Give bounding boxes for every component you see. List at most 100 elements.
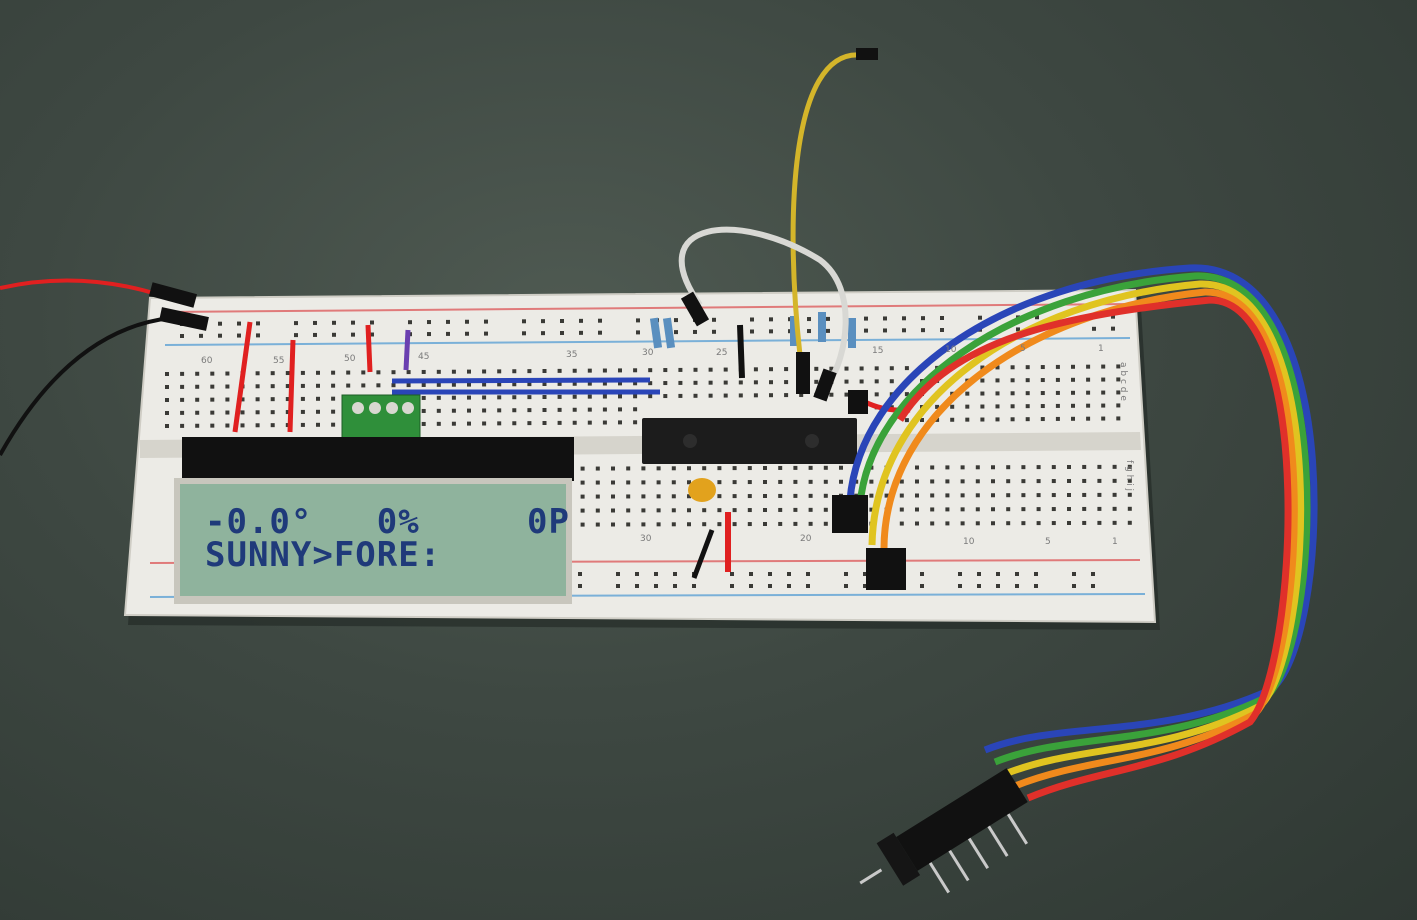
breadboard-hole (1071, 390, 1075, 395)
breadboard-hole (210, 423, 215, 428)
breadboard-hole (656, 508, 661, 513)
breadboard-hole (826, 328, 830, 333)
breadboard-hole (678, 367, 683, 372)
breadboard-hole (787, 584, 791, 588)
breadboard-hole (316, 370, 320, 375)
breadboard-hole (920, 572, 924, 576)
breadboard-hole (806, 584, 810, 588)
breadboard-hole (950, 404, 955, 409)
breadboard-hole (332, 320, 336, 325)
breadboard-hole (616, 572, 620, 576)
breadboard-hole (753, 380, 758, 385)
breadboard-hole (1097, 492, 1102, 497)
breadboard-hole (749, 572, 753, 576)
breadboard-hole (863, 584, 867, 588)
breadboard-hole (732, 466, 737, 471)
breadboard-hole (313, 332, 317, 337)
breadboard-hole (641, 522, 646, 527)
breadboard-hole (210, 384, 215, 389)
resistor (662, 317, 676, 349)
breadboard-hole (626, 508, 631, 513)
breadboard-hole (808, 465, 813, 470)
breadboard-hole (1055, 416, 1060, 421)
breadboard-hole (915, 521, 919, 526)
breadboard-hole (958, 584, 962, 588)
breadboard-hole (497, 421, 502, 426)
breadboard-hole (210, 397, 215, 402)
breadboard-hole (465, 331, 469, 336)
breadboard-hole (436, 395, 441, 400)
breadboard-hole (687, 522, 691, 527)
breadboard-hole (1086, 364, 1091, 369)
ribbon-connector (832, 495, 868, 533)
breadboard-hole (648, 368, 653, 373)
breadboard-hole (1051, 465, 1056, 470)
breadboard-hole (778, 479, 783, 484)
breadboard-hole (199, 333, 203, 338)
breadboard-hole (1116, 403, 1121, 408)
breadboard-hole (864, 316, 868, 321)
breadboard-hole (595, 508, 600, 513)
breadboard-hole (1040, 365, 1045, 370)
breadboard-hole (436, 421, 441, 426)
breadboard-hole (930, 479, 935, 484)
breadboard-hole (902, 328, 906, 333)
breadboard-hole (1051, 521, 1056, 526)
breadboard-hole (975, 465, 980, 470)
column-number: 60 (201, 356, 213, 366)
breadboard-hole (945, 479, 950, 484)
breadboard-hole (844, 366, 849, 371)
wire-connector (680, 291, 710, 327)
breadboard-hole (451, 382, 456, 387)
breadboard-hole (1067, 479, 1071, 483)
breadboard-hole (996, 572, 1000, 576)
breadboard-hole (331, 370, 336, 375)
breadboard-hole (769, 380, 773, 385)
breadboard-hole (210, 410, 215, 415)
breadboard-hole (975, 521, 980, 526)
jumper-wire-blue (391, 377, 651, 384)
breadboard-hole (793, 493, 798, 498)
breadboard-hole (915, 479, 919, 484)
breadboard-hole (814, 379, 819, 384)
breadboard-hole (1086, 377, 1091, 382)
breadboard-hole (806, 572, 810, 576)
breadboard-hole (687, 466, 691, 471)
breadboard-hole (316, 396, 320, 401)
breadboard-hole (975, 507, 980, 512)
breadboard-hole (1112, 506, 1117, 511)
breadboard-hole (1040, 391, 1045, 396)
breadboard-hole (807, 329, 811, 334)
breadboard-hole (225, 410, 230, 415)
breadboard-hole (930, 521, 935, 526)
breadboard-hole (915, 493, 919, 498)
breadboard-hole (829, 366, 834, 371)
breadboard-hole (370, 332, 374, 337)
breadboard-hole (995, 365, 1000, 370)
breadboard-hole (1015, 584, 1019, 588)
breadboard-hole (484, 331, 488, 336)
breadboard-hole (769, 317, 773, 322)
power-lead-red (0, 278, 161, 297)
breadboard-hole (732, 522, 737, 527)
breadboard-hole (285, 384, 290, 389)
breadboard-hole (977, 584, 981, 588)
breadboard-hole (255, 384, 260, 389)
rail-line-blue-top (164, 337, 1131, 346)
breadboard-hole (618, 420, 622, 425)
breadboard-hole (527, 395, 532, 400)
breadboard-hole (1086, 390, 1091, 395)
breadboard-hole (512, 369, 517, 374)
breadboard-hole (587, 381, 592, 386)
breadboard-hole (256, 321, 260, 326)
column-number: 5 (1020, 344, 1026, 354)
breadboard-hole (542, 408, 547, 412)
breadboard-hole (648, 394, 653, 399)
breadboard-hole (768, 584, 772, 588)
breadboard-hole (542, 395, 547, 399)
breadboard-hole (750, 317, 754, 322)
breadboard-hole (708, 367, 713, 372)
breadboard-hole (572, 381, 577, 386)
breadboard-hole (930, 493, 935, 498)
breadboard-hole (717, 480, 722, 485)
